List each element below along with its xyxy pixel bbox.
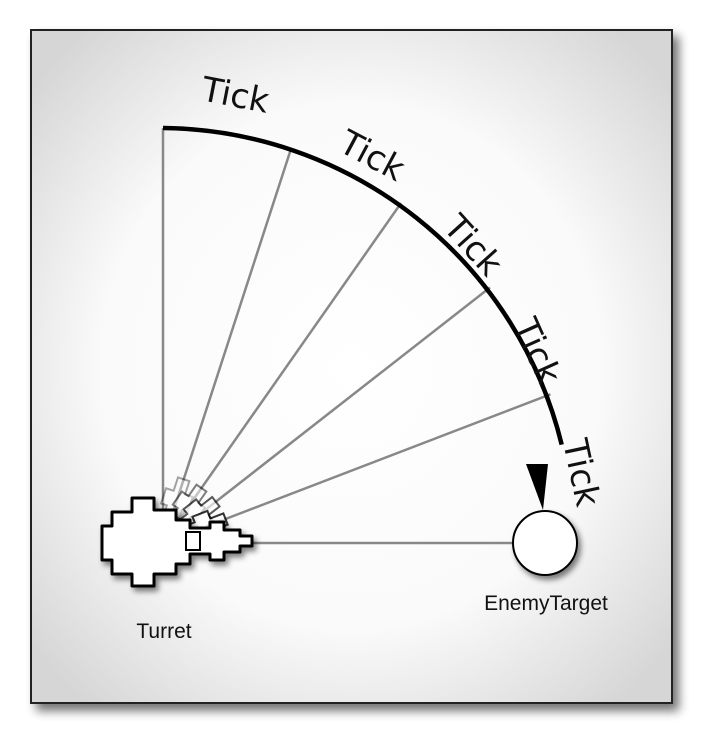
rotation-spoke xyxy=(162,393,551,545)
turret-label: Turret xyxy=(136,620,191,643)
turret-icon xyxy=(100,496,254,588)
arc-arrowhead-icon xyxy=(526,464,548,510)
diagram-frame xyxy=(30,29,673,704)
rotation-arc xyxy=(162,125,564,446)
rotation-spoke xyxy=(161,147,293,544)
enemy-target-label: EnemyTarget xyxy=(484,592,608,615)
rotation-spokes xyxy=(161,128,551,545)
rotation-spoke xyxy=(162,286,491,544)
enemy-target-icon xyxy=(512,510,578,576)
rotation-spoke xyxy=(161,202,403,544)
